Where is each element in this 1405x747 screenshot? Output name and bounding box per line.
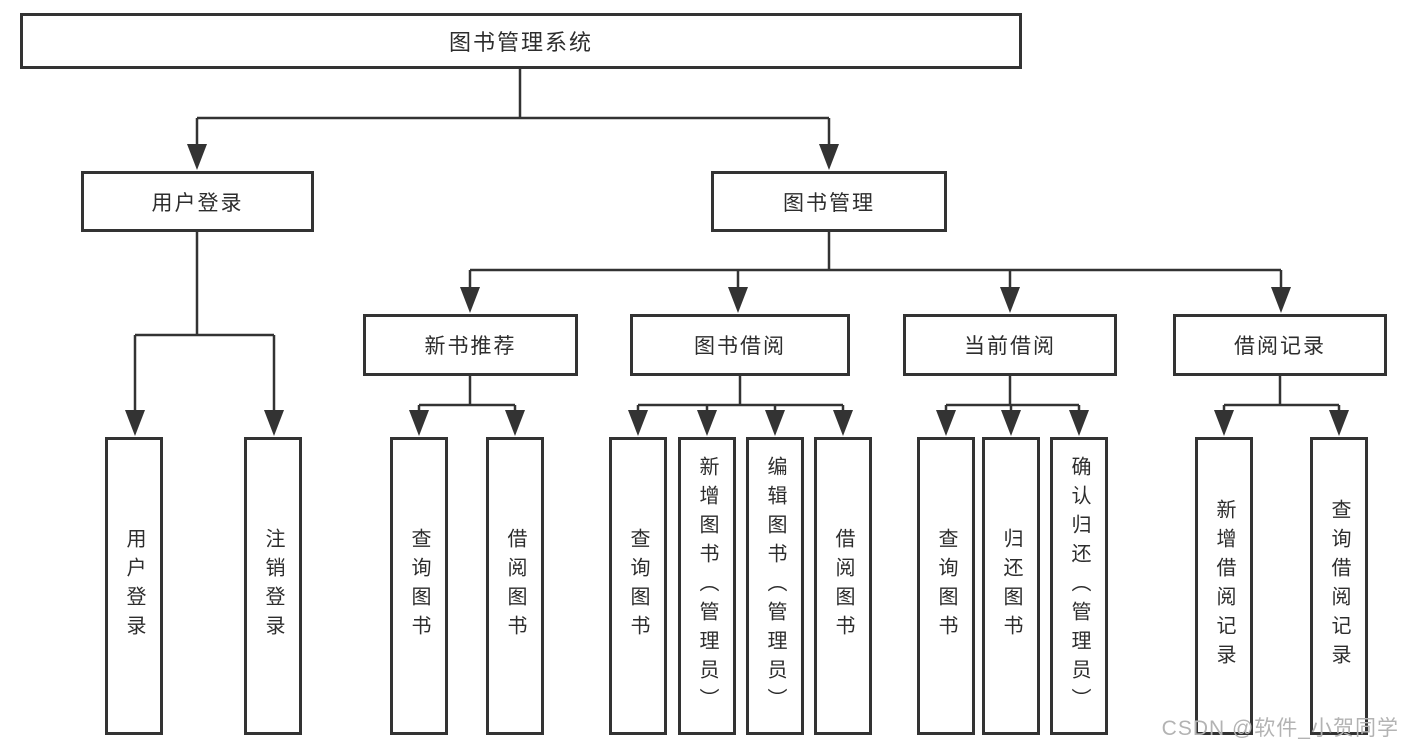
arrow-down-icon [833, 410, 853, 436]
leaf-query-book: 查询图书 [390, 437, 448, 735]
arrow-down-icon [697, 410, 717, 436]
node-book-borrowing: 图书借阅 [630, 314, 850, 376]
arrow-down-icon [1271, 287, 1291, 313]
arrow-down-icon [460, 287, 480, 313]
node-label: 查询图书 [627, 528, 649, 644]
node-label: 编辑图书（管理员） [764, 455, 786, 717]
node-new-book-recommend: 新书推荐 [363, 314, 578, 376]
leaf-edit-book-admin: 编辑图书（管理员） [746, 437, 804, 735]
node-label: 图书管理系统 [448, 30, 593, 55]
arrow-down-icon [1329, 410, 1349, 436]
arrow-down-icon [505, 410, 525, 436]
arrow-down-icon [1069, 410, 1089, 436]
arrow-down-icon [628, 410, 648, 436]
node-label: 借阅记录 [1234, 335, 1326, 358]
node-label: 图书借阅 [694, 335, 786, 358]
connector-segments [133, 69, 1341, 412]
node-label: 借阅图书 [504, 528, 526, 644]
arrowhead-icons [125, 144, 1349, 436]
arrow-down-icon [264, 410, 284, 436]
node-current-borrowing: 当前借阅 [903, 314, 1117, 376]
arrow-down-icon [819, 144, 839, 170]
leaf-borrow-book: 借阅图书 [814, 437, 872, 735]
leaf-query-borrow-record: 查询借阅记录 [1310, 437, 1368, 735]
arrow-down-icon [125, 410, 145, 436]
node-label: 用户登录 [151, 191, 244, 215]
node-label: 查询图书 [935, 528, 957, 644]
leaf-borrow-book: 借阅图书 [486, 437, 544, 735]
leaf-query-book: 查询图书 [609, 437, 667, 735]
node-book-management: 图书管理 [711, 171, 947, 232]
leaf-query-book: 查询图书 [917, 437, 975, 735]
arrow-down-icon [409, 410, 429, 436]
arrow-down-icon [1214, 410, 1234, 436]
node-label: 归还图书 [1000, 528, 1022, 644]
node-label: 注销登录 [262, 528, 284, 644]
node-label: 查询图书 [408, 528, 430, 644]
watermark: CSDN @软件_小贺同学 [1161, 717, 1399, 740]
node-label: 查询借阅记录 [1328, 499, 1350, 673]
leaf-confirm-return-admin: 确认归还（管理员） [1050, 437, 1108, 735]
arrow-down-icon [936, 410, 956, 436]
node-label: 新书推荐 [424, 335, 517, 358]
node-label: 新增图书（管理员） [696, 455, 718, 717]
arrow-down-icon [728, 287, 748, 313]
node-label: 确认归还（管理员） [1068, 455, 1090, 717]
arrow-down-icon [1001, 410, 1021, 436]
node-label: 用户登录 [123, 528, 145, 644]
leaf-add-borrow-record: 新增借阅记录 [1195, 437, 1253, 735]
leaf-logout: 注销登录 [244, 437, 302, 735]
leaf-add-book-admin: 新增图书（管理员） [678, 437, 736, 735]
node-borrowing-records: 借阅记录 [1173, 314, 1387, 376]
leaf-user-login: 用户登录 [105, 437, 163, 735]
node-label: 当前借阅 [964, 335, 1056, 358]
node-label: 图书管理 [783, 191, 875, 215]
node-library-system: 图书管理系统 [20, 13, 1022, 69]
node-user-login: 用户登录 [81, 171, 314, 232]
node-label: 借阅图书 [832, 528, 854, 644]
arrow-down-icon [765, 410, 785, 436]
arrow-down-icon [187, 144, 207, 170]
leaf-return-book: 归还图书 [982, 437, 1040, 735]
node-label: 新增借阅记录 [1213, 499, 1235, 673]
arrow-down-icon [1000, 287, 1020, 313]
